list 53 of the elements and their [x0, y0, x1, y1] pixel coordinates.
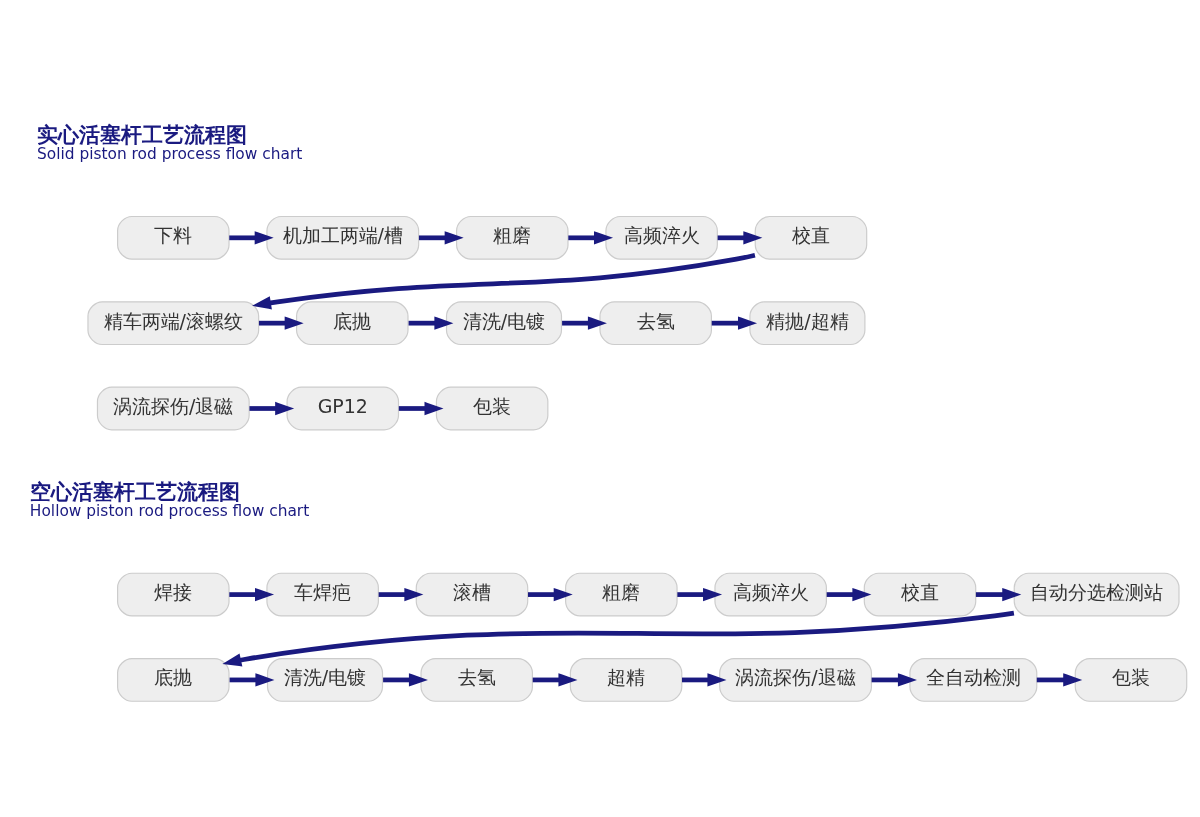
node-box: 涡流探伤/退磁: [96, 386, 250, 431]
arrow: [378, 587, 424, 602]
label: 空心活塞杆工艺流程图: [29, 479, 240, 505]
arrow: [682, 673, 727, 687]
node-box: 自动分选检测站: [1013, 572, 1180, 617]
label: 实心活塞杆工艺流程图: [37, 122, 247, 148]
node-box: 校直: [863, 572, 977, 617]
arrow: [249, 401, 295, 416]
node-box: 超精: [569, 658, 683, 702]
node-box: 底抛: [295, 301, 409, 346]
arrow: [252, 252, 756, 310]
node-box: 底抛: [117, 658, 230, 702]
arrow: [562, 316, 607, 330]
node-box: 粗磨: [565, 572, 678, 617]
node-box: 焊接: [117, 572, 230, 617]
node-box: 粗磨: [456, 215, 569, 260]
node-box: 清洗/电镀: [445, 301, 563, 346]
node-box: 车焊疤: [266, 572, 379, 617]
arrow: [222, 610, 1015, 667]
arrow: [871, 673, 917, 687]
node-box: 全自动检测: [909, 658, 1038, 702]
node-box: 清洗/电镀: [266, 658, 384, 702]
arrow: [383, 673, 428, 687]
node-box: 包装: [435, 386, 549, 431]
arrow: [677, 587, 723, 602]
arrow: [975, 587, 1022, 602]
arrow: [528, 587, 573, 602]
node-box: GP12: [286, 386, 400, 431]
arrow: [1036, 673, 1083, 687]
node-box: 包装: [1074, 658, 1188, 702]
arrow: [258, 316, 304, 330]
arrow: [229, 673, 275, 687]
arrow: [229, 587, 275, 602]
node-box: 高频淬火: [605, 215, 718, 260]
arrow: [568, 231, 613, 245]
arrow: [826, 587, 872, 602]
node-box: 涡流探伤/退磁: [719, 658, 872, 702]
node-box: 去氢: [599, 301, 712, 346]
arrow: [418, 231, 464, 245]
node-box: 校直: [754, 215, 868, 260]
node-box: 去氢: [420, 658, 534, 702]
node-box: 高频淬火: [714, 572, 827, 617]
node-box: 精车两端/滚螺纹: [87, 301, 260, 346]
arrow: [711, 316, 757, 330]
arrow: [408, 316, 454, 330]
node-box: 下料: [117, 215, 230, 260]
node-box: 机加工两端/槽: [266, 215, 420, 260]
node-box: 滚槽: [415, 572, 529, 617]
arrow: [398, 401, 444, 416]
arrow: [229, 231, 274, 245]
arrow: [717, 231, 763, 245]
node-box: 精抛/超精: [749, 301, 866, 346]
arrow: [532, 673, 578, 687]
